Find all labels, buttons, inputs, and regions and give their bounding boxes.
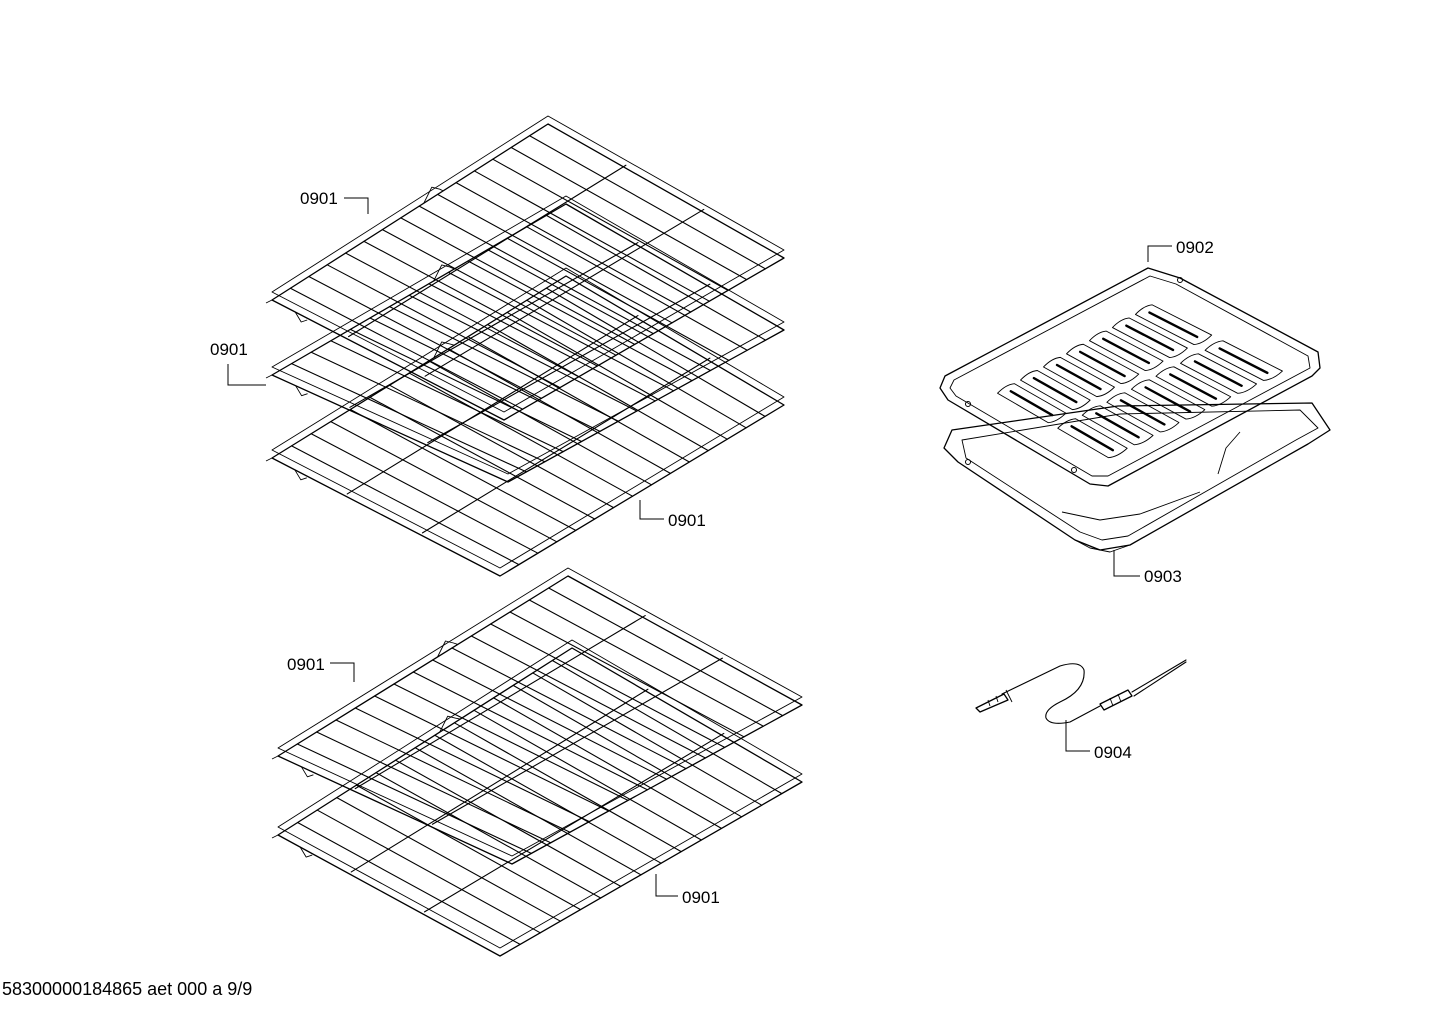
oven-rack-top: [265, 115, 785, 421]
broil-pan: [943, 402, 1331, 553]
oven-rack-middle: [265, 195, 785, 483]
label-rack-bottom: 0901: [668, 511, 706, 530]
label-rack-middle: 0901: [210, 340, 248, 359]
label-rack-lower-top: 0901: [287, 655, 325, 674]
meat-probe: [975, 659, 1187, 724]
broil-grid-slot: [1155, 366, 1232, 407]
label-broil-pan: 0903: [1144, 567, 1182, 586]
broil-grid-slot: [1135, 304, 1213, 346]
leader-lines: [227, 197, 1172, 897]
label-rack-top: 0901: [300, 189, 338, 208]
label-meat-probe: 0904: [1094, 743, 1132, 762]
broil-grid-slot: [1081, 405, 1154, 446]
part-labels: 0901 0901 0901 0901 0901 0902 0903 0904: [210, 189, 1214, 907]
broil-grid-slot: [1066, 343, 1140, 385]
label-rack-lower-bottom: 0901: [682, 888, 720, 907]
broil-grid-slot: [1043, 356, 1115, 398]
broil-grid-slot: [1204, 340, 1283, 381]
drawing-footer-id: 58300000184865 aet 000 a 9/9: [2, 979, 253, 999]
label-broil-grid: 0902: [1176, 238, 1214, 257]
broil-grid-slot: [997, 383, 1067, 424]
broil-grid: [939, 267, 1321, 487]
broil-grid-slot: [1180, 353, 1258, 394]
oven-rack-lower-bottom: [271, 639, 803, 957]
broil-grid-slot: [1020, 370, 1091, 411]
broil-grid-slot: [1130, 379, 1206, 420]
oven-rack-bottom: [265, 267, 785, 577]
broil-grid-slot: [1112, 317, 1188, 359]
oven-racks-group: [265, 115, 803, 957]
broil-grid-slot: [1106, 392, 1180, 433]
oven-rack-lower-top: [271, 567, 803, 865]
broil-grid-slot: [1057, 418, 1128, 459]
broil-grid-slot: [1089, 330, 1164, 372]
